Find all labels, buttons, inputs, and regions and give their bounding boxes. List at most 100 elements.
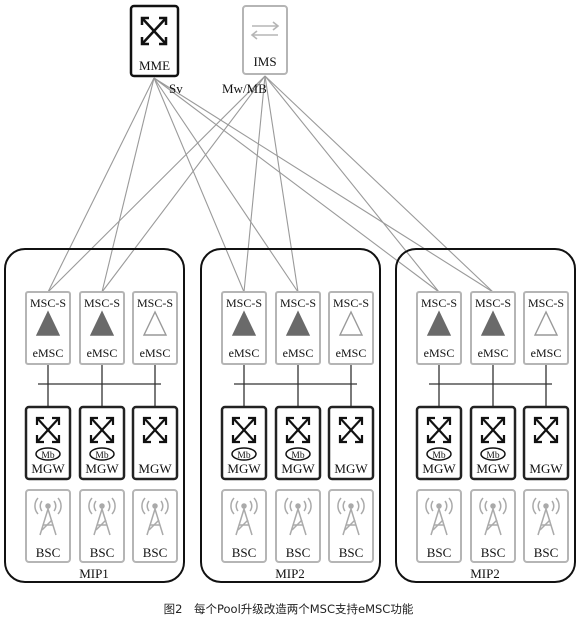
mgw-label: MGW: [227, 461, 261, 476]
mme-node: MME: [129, 4, 180, 78]
pool-label: MIP2: [275, 566, 305, 581]
outline-triangle-icon: [142, 310, 168, 336]
filled-triangle-icon: [480, 310, 506, 336]
mw-mb-link-line: [264, 75, 299, 293]
cross-arrows-icon: [231, 416, 257, 444]
mb-badge-label: Mb: [41, 451, 54, 461]
filled-triangle-icon: [285, 310, 311, 336]
bsc-label: BSC: [90, 545, 115, 560]
bsc-label: BSC: [534, 545, 559, 560]
msc-s-label: MSC-S: [280, 296, 316, 310]
outline-triangle-icon: [338, 310, 364, 336]
radio-tower-icon: [141, 497, 169, 536]
radio-tower-icon: [532, 497, 560, 536]
emsc-label: eMSC: [140, 346, 171, 360]
bsc-label: BSC: [232, 545, 257, 560]
mw-mb-link-line: [264, 75, 440, 293]
mb-badge-label: Mb: [291, 451, 304, 461]
msc-s-label: MSC-S: [30, 296, 66, 310]
msc-server-node: MSC-S eMSC: [523, 291, 569, 365]
mb-badge-label: Mb: [237, 451, 250, 461]
mw-mb-link-line: [47, 75, 266, 293]
bsc-label: BSC: [481, 545, 506, 560]
ims-node: IMS: [242, 5, 288, 75]
bsc-label: BSC: [36, 545, 61, 560]
bsc-node: BSC: [328, 489, 374, 563]
cross-arrows-icon: [338, 416, 364, 444]
radio-tower-icon: [88, 497, 116, 536]
bsc-node: BSC: [132, 489, 178, 563]
mb-badge: Mb: [35, 447, 61, 461]
mgw-label: MGW: [85, 461, 119, 476]
mb-badge: Mb: [480, 447, 506, 461]
mme-label: MME: [139, 58, 170, 73]
msc-s-label: MSC-S: [421, 296, 457, 310]
filled-triangle-icon: [426, 310, 452, 336]
mgw-node: MGW: [522, 405, 570, 481]
msc-s-label: MSC-S: [84, 296, 120, 310]
bsc-label: BSC: [286, 545, 311, 560]
mgw-label: MGW: [31, 461, 65, 476]
bsc-node: BSC: [221, 489, 267, 563]
emsc-label: eMSC: [87, 346, 118, 360]
bsc-label: BSC: [427, 545, 452, 560]
radio-tower-icon: [479, 497, 507, 536]
link-lines: [47, 75, 494, 293]
mb-badge-label: Mb: [95, 451, 108, 461]
mw-mb-link-line: [243, 75, 266, 293]
mw-mb-link-label: Mw/MB: [222, 81, 267, 96]
cross-arrows-icon: [89, 416, 115, 444]
mb-badge: Mb: [426, 447, 452, 461]
pool-frame: [4, 248, 185, 583]
pool-frame: [395, 248, 576, 583]
figure-caption: 图2 每个Pool升级改造两个MSC支持eMSC功能: [164, 602, 414, 616]
bsc-label: BSC: [339, 545, 364, 560]
mw-mb-link-line: [101, 75, 266, 293]
radio-tower-icon: [34, 497, 62, 536]
msc-server-node: MSC-S eMSC: [79, 291, 125, 365]
msc-s-label: MSC-S: [528, 296, 564, 310]
emsc-label: eMSC: [229, 346, 260, 360]
msc-s-label: MSC-S: [475, 296, 511, 310]
cross-arrows-icon: [426, 416, 452, 444]
outline-triangle-icon: [533, 310, 559, 336]
mgw-label: MGW: [281, 461, 315, 476]
msc-s-label: MSC-S: [333, 296, 369, 310]
sv-link-line: [153, 77, 299, 293]
sv-link-label: Sv: [169, 81, 183, 96]
mgw-label: MGW: [529, 461, 563, 476]
mgw-label: MGW: [476, 461, 510, 476]
emsc-label: eMSC: [336, 346, 367, 360]
bsc-label: BSC: [143, 545, 168, 560]
cross-arrows-icon: [142, 416, 168, 444]
mb-badge-label: Mb: [486, 451, 499, 461]
bsc-node: BSC: [523, 489, 569, 563]
pool-label: MIP2: [470, 566, 500, 581]
pool-label: MIP1: [79, 566, 109, 581]
sv-link-line: [153, 77, 245, 293]
radio-tower-icon: [284, 497, 312, 536]
msc-server-node: MSC-S eMSC: [328, 291, 374, 365]
bsc-node: BSC: [470, 489, 516, 563]
cross-arrows-icon: [35, 416, 61, 444]
sv-link-line: [153, 77, 494, 293]
sv-link-line: [153, 77, 440, 293]
emsc-label: eMSC: [531, 346, 562, 360]
cross-arrows-icon: [285, 416, 311, 444]
filled-triangle-icon: [231, 310, 257, 336]
filled-triangle-icon: [89, 310, 115, 336]
radio-tower-icon: [425, 497, 453, 536]
sv-link-line: [47, 77, 155, 293]
